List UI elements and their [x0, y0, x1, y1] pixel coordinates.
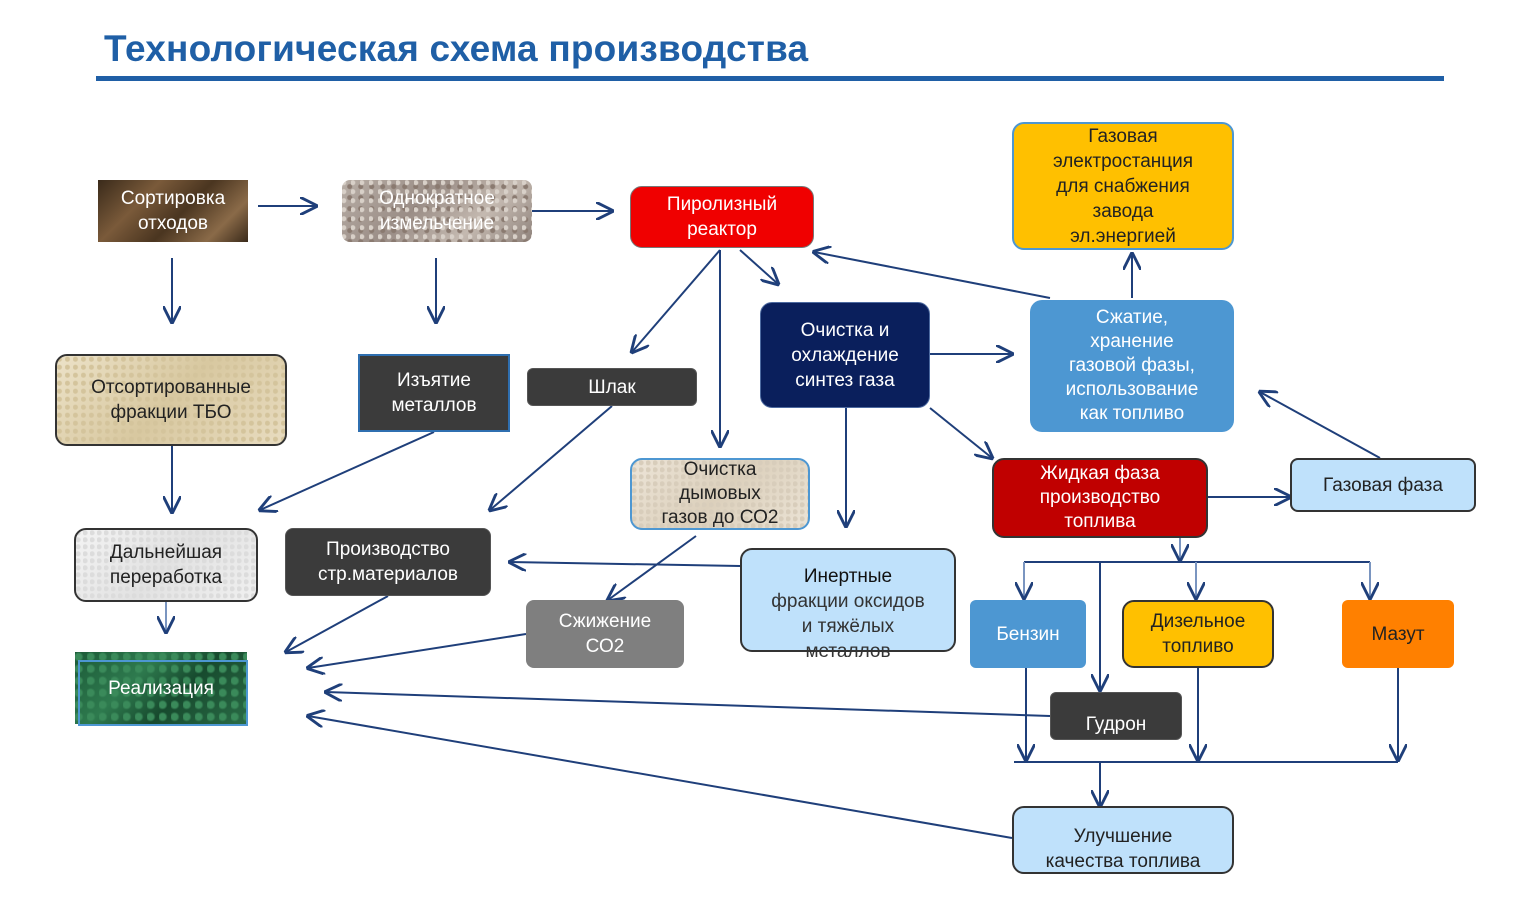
node-slag: Шлак: [527, 368, 697, 406]
node-compression: Сжатие, хранение газовой фазы, использов…: [1030, 300, 1234, 432]
arrow-slag-building: [490, 405, 613, 510]
node-reactor: Пиролизный реактор: [630, 186, 814, 248]
node-further-processing: Дальнейшая переработка: [74, 528, 258, 602]
node-sale: Реализация: [75, 652, 247, 724]
arrow-cleaning-liquid: [929, 407, 992, 458]
arrow-co2-sale: [308, 633, 527, 668]
inert-title: Инертные: [803, 566, 893, 587]
arrow-improvement-sale: [308, 716, 1013, 839]
node-gas-phase: Газовая фаза: [1290, 458, 1476, 512]
sale-label: Реализация: [108, 677, 214, 699]
node-metal-removal: Изъятие металлов: [358, 354, 510, 432]
node-liquid-phase: Жидкая фаза производство топлива: [992, 458, 1208, 538]
inert-rest: фракции оксидов и тяжёлых металлов: [771, 591, 925, 662]
arrow-tar-sale: [326, 692, 1051, 717]
arrow-compression-reactor: [814, 252, 1051, 299]
node-diesel: Дизельное топливо: [1122, 600, 1274, 668]
arrow-gasphase-compression: [1260, 392, 1381, 459]
title-underline: [96, 76, 1444, 81]
node-shredding: Однократное измельчение: [342, 180, 532, 242]
node-flue-gas: Очистка дымовых газов до СО2: [630, 458, 810, 530]
node-co2: Сжижение СО2: [526, 600, 684, 668]
node-sorting: Сортировка отходов: [98, 180, 248, 242]
node-gasoline: Бензин: [970, 600, 1086, 668]
node-sorted-fractions: Отсортированные фракции ТБО: [55, 354, 287, 446]
node-power-plant: Газовая электростанция для снабжения зав…: [1012, 122, 1234, 250]
arrow-flue-co2: [608, 535, 697, 600]
node-gas-cleaning: Очистка и охлаждение синтез газа: [760, 302, 930, 408]
arrow-reactor-cleaning: [739, 249, 778, 284]
arrow-metals-further: [260, 431, 435, 510]
node-building-materials: Производство стр.материалов: [285, 528, 491, 596]
arrow-reactor-slag: [632, 249, 721, 352]
node-fuel-oil: Мазут: [1342, 600, 1454, 668]
arrow-building-sale: [286, 595, 389, 652]
arrow-inert-building: [510, 562, 741, 566]
sale-frame: [78, 660, 248, 726]
node-improvement: Улучшение качества топлива: [1012, 806, 1234, 874]
node-inert: Инертные фракции оксидов и тяжёлых метал…: [740, 548, 956, 662]
node-tar: Гудрон: [1050, 692, 1182, 740]
page-title: Технологическая схема производства: [104, 28, 809, 69]
